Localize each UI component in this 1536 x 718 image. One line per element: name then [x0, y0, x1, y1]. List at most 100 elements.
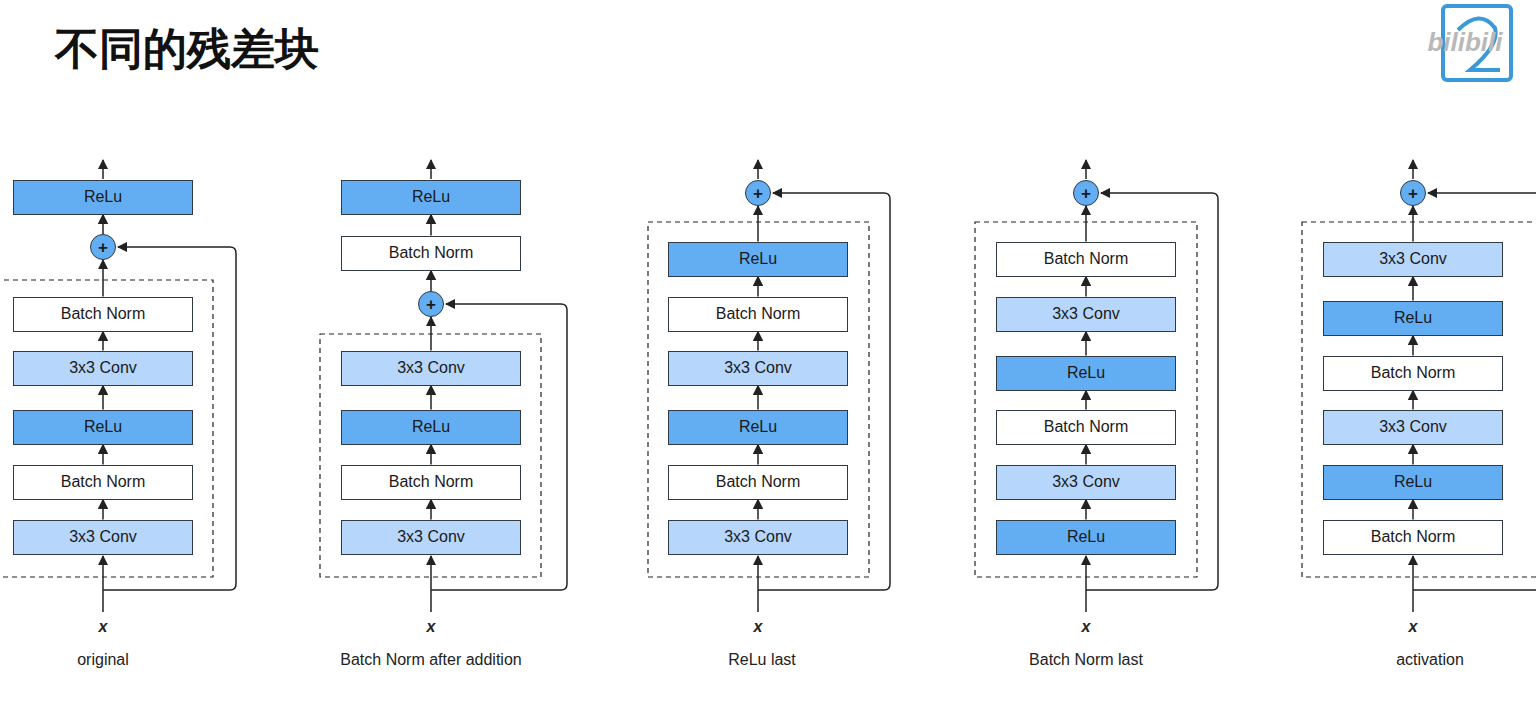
input-symbol: x	[1082, 618, 1091, 636]
skip-connections	[103, 193, 1536, 590]
variant-caption: ReLu last	[728, 651, 796, 669]
flow-arrow	[1085, 277, 1087, 297]
batchnorm-box: Batch Norm	[668, 465, 848, 500]
layer-name: 3x3 Conv	[397, 528, 465, 546]
flow-arrow	[102, 500, 104, 520]
relu-box: ReLu	[996, 356, 1176, 391]
flow-arrow	[757, 386, 759, 410]
layer-name: ReLu	[84, 188, 122, 206]
relu-box: ReLu	[13, 410, 193, 445]
layer-name: ReLu	[1394, 309, 1432, 327]
layer-name: Batch Norm	[61, 305, 145, 323]
plus-sign: +	[98, 239, 108, 256]
conv-box: 3x3 Conv	[668, 520, 848, 555]
relu-box: ReLu	[13, 180, 193, 215]
flow-arrow	[430, 386, 432, 410]
layer-name: ReLu	[739, 418, 777, 436]
plus-sign: +	[753, 185, 763, 202]
variant-caption: activation	[1396, 651, 1464, 669]
flow-arrow	[757, 332, 759, 351]
layer-name: 3x3 Conv	[69, 528, 137, 546]
relu-box: ReLu	[996, 520, 1176, 555]
add-circle: +	[90, 234, 116, 260]
plus-sign: +	[1408, 185, 1418, 202]
input-arrows	[103, 556, 1413, 612]
plus-sign: +	[1081, 185, 1091, 202]
batchnorm-box: Batch Norm	[668, 297, 848, 332]
flow-arrow	[102, 445, 104, 465]
input-symbol: x	[1409, 618, 1418, 636]
layer-name: ReLu	[412, 188, 450, 206]
flow-arrow	[1085, 332, 1087, 356]
flow-arrow	[102, 386, 104, 410]
layer-name: 3x3 Conv	[1052, 305, 1120, 323]
layer-name: Batch Norm	[389, 244, 473, 262]
batchnorm-box: Batch Norm	[1323, 520, 1503, 555]
conv-box: 3x3 Conv	[668, 351, 848, 386]
flow-arrow	[1412, 336, 1414, 356]
dashed-frames	[0, 222, 1536, 577]
flow-arrow	[757, 277, 759, 297]
relu-box: ReLu	[668, 242, 848, 277]
layer-name: ReLu	[1394, 473, 1432, 491]
flow-arrow	[430, 445, 432, 465]
flow-arrow	[1412, 277, 1414, 301]
layer-name: Batch Norm	[61, 473, 145, 491]
layer-name: Batch Norm	[1371, 364, 1455, 382]
layer-name: 3x3 Conv	[1379, 250, 1447, 268]
batchnorm-box: Batch Norm	[996, 242, 1176, 277]
conv-box: 3x3 Conv	[1323, 410, 1503, 445]
flow-arrow	[1412, 445, 1414, 465]
layer-name: 3x3 Conv	[724, 528, 792, 546]
layer-name: Batch Norm	[716, 473, 800, 491]
add-circle: +	[1073, 180, 1099, 206]
flow-arrow	[757, 445, 759, 465]
flow-arrow	[102, 260, 104, 297]
variant-caption: Batch Norm after addition	[340, 651, 521, 669]
flow-arrow	[430, 317, 432, 351]
conv-box: 3x3 Conv	[341, 351, 521, 386]
add-circle: +	[1400, 180, 1426, 206]
layer-name: 3x3 Conv	[724, 359, 792, 377]
flow-arrow	[1085, 206, 1087, 242]
flow-arrow	[757, 500, 759, 520]
layer-name: ReLu	[739, 250, 777, 268]
conv-box: 3x3 Conv	[996, 297, 1176, 332]
variant-caption: original	[77, 651, 129, 669]
flow-arrow	[102, 332, 104, 351]
add-circle: +	[418, 291, 444, 317]
flow-arrow	[430, 500, 432, 520]
conv-box: 3x3 Conv	[996, 465, 1176, 500]
add-circle: +	[745, 180, 771, 206]
layer-name: 3x3 Conv	[1052, 473, 1120, 491]
layer-name: Batch Norm	[389, 473, 473, 491]
conv-box: 3x3 Conv	[1323, 242, 1503, 277]
conv-box: 3x3 Conv	[341, 520, 521, 555]
flow-arrow	[757, 206, 759, 242]
relu-box: ReLu	[341, 410, 521, 445]
slide-title: 不同的残差块	[55, 20, 319, 79]
batchnorm-box: Batch Norm	[341, 236, 521, 271]
flow-arrow	[1085, 500, 1087, 520]
layer-name: 3x3 Conv	[69, 359, 137, 377]
layer-name: Batch Norm	[1044, 418, 1128, 436]
conv-box: 3x3 Conv	[13, 520, 193, 555]
batchnorm-box: Batch Norm	[1323, 356, 1503, 391]
variant-caption: Batch Norm last	[1029, 651, 1143, 669]
relu-box: ReLu	[668, 410, 848, 445]
flow-arrow	[1412, 500, 1414, 520]
watermark: bilibili	[1427, 27, 1502, 58]
flow-arrow	[430, 271, 432, 292]
layer-name: Batch Norm	[716, 305, 800, 323]
flow-arrow	[1085, 445, 1087, 465]
layer-name: 3x3 Conv	[1379, 418, 1447, 436]
flow-arrow	[1085, 391, 1087, 410]
relu-box: ReLu	[1323, 465, 1503, 500]
input-symbol: x	[99, 618, 108, 636]
batchnorm-box: Batch Norm	[341, 465, 521, 500]
layer-name: Batch Norm	[1371, 528, 1455, 546]
input-symbol: x	[427, 618, 436, 636]
batchnorm-box: Batch Norm	[13, 465, 193, 500]
output-arrows	[103, 160, 1413, 179]
layer-name: 3x3 Conv	[397, 359, 465, 377]
